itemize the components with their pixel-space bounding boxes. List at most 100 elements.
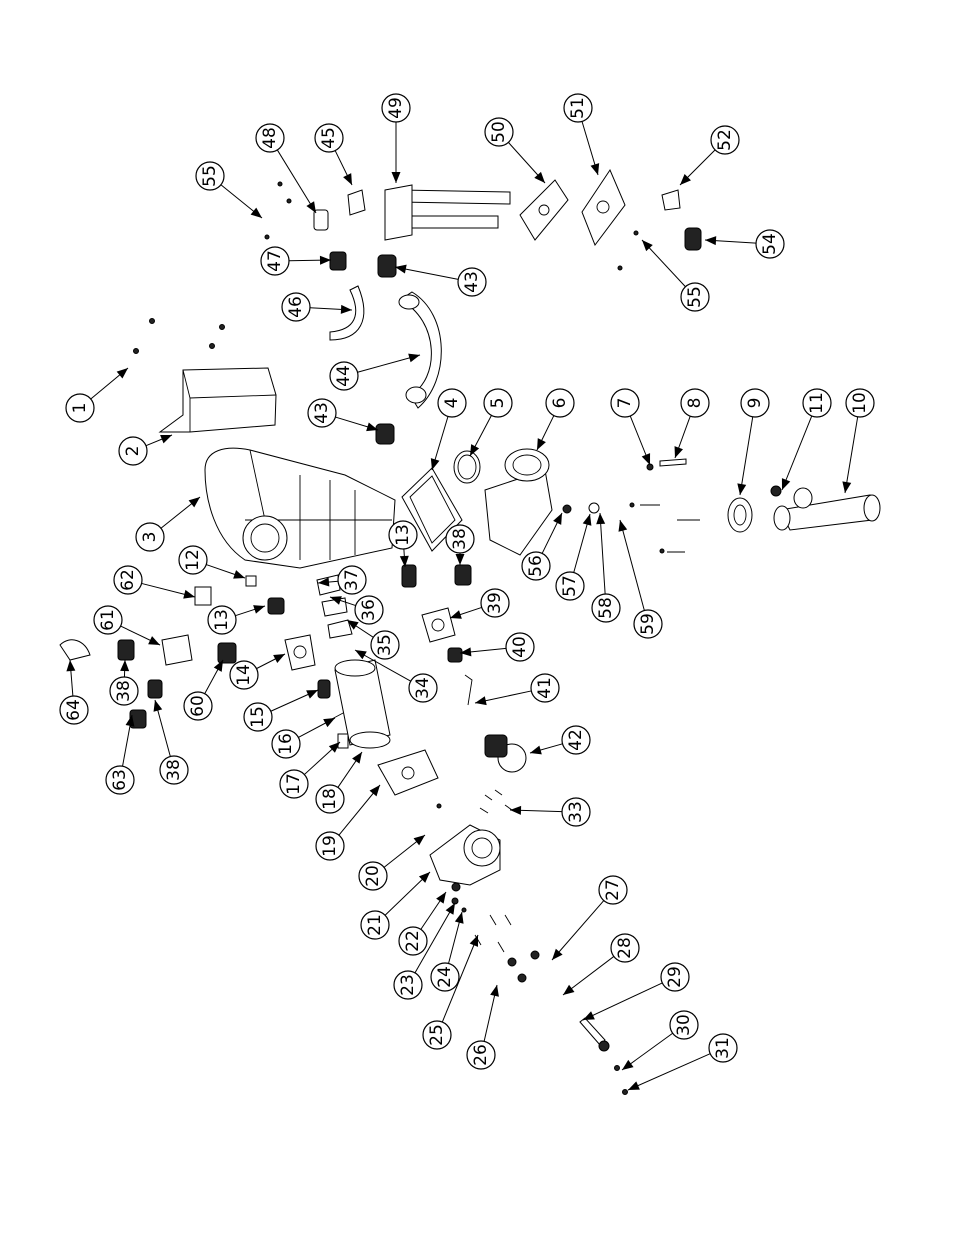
arrowhead (475, 696, 487, 706)
callout-23: 23 (393, 902, 456, 1000)
callout-number: 60 (188, 695, 208, 717)
part-washer (727, 497, 753, 533)
balloon-circle (307, 398, 337, 428)
balloon-circle (314, 123, 344, 153)
balloon-circle (135, 522, 165, 552)
arrowhead (455, 554, 465, 565)
balloon-circle (708, 1033, 738, 1063)
callout-5: 5 (469, 388, 513, 457)
arrowhead (737, 483, 747, 495)
balloon-circle (563, 93, 593, 123)
callout-number: 38 (450, 528, 470, 550)
callout-number: 17 (284, 773, 304, 795)
callout-3: 3 (135, 496, 201, 552)
callout-43: 43 (394, 264, 487, 297)
arrowhead (450, 610, 462, 619)
callout-number: 2 (123, 446, 143, 457)
callout-14: 14 (229, 653, 286, 690)
arrowhead (413, 835, 425, 846)
balloon-circle (598, 875, 628, 905)
callout-number: 35 (375, 634, 395, 656)
arrowhead (553, 513, 562, 525)
balloon-circle (680, 282, 710, 312)
balloon-circle (59, 695, 89, 725)
callout-number: 13 (212, 609, 232, 631)
arrowhead (233, 570, 245, 579)
callout-number: 31 (713, 1037, 733, 1059)
arrowhead (680, 174, 691, 185)
balloon-circle (437, 388, 467, 418)
balloon-circle (329, 361, 359, 391)
arrowhead (250, 207, 262, 218)
callout-number: 37 (342, 569, 362, 591)
callout-number: 4 (442, 398, 462, 409)
balloon-circle (480, 588, 510, 618)
callout-34: 34 (354, 649, 438, 703)
callout-39: 39 (449, 588, 510, 619)
balloon-circle (370, 630, 400, 660)
leader-line (276, 149, 317, 214)
callout-38: 38 (153, 699, 189, 785)
callout-41: 41 (474, 673, 560, 706)
leader-line (739, 416, 754, 496)
balloon-circle (422, 1020, 452, 1050)
callout-54: 54 (704, 229, 785, 259)
callout-number: 5 (488, 398, 508, 409)
part-tee-14 (284, 634, 316, 671)
callout-number: 19 (320, 835, 340, 857)
arrowhead (395, 264, 407, 274)
callout-number: 55 (685, 286, 705, 308)
callout-51: 51 (563, 93, 600, 176)
arrowhead (590, 163, 600, 175)
arrowhead (454, 912, 464, 924)
balloon-circle (591, 593, 621, 623)
arrowhead (510, 805, 522, 815)
balloon-circle (521, 551, 551, 581)
callout-number: 14 (234, 664, 254, 686)
callout-number: 9 (745, 398, 765, 409)
callout-29: 29 (582, 962, 690, 1021)
arrowhead (116, 368, 128, 379)
balloon-circle (207, 605, 237, 635)
callout-28: 28 (562, 933, 640, 996)
callout-43: 43 (307, 398, 379, 432)
callout-45: 45 (314, 123, 353, 186)
callout-46: 46 (281, 292, 353, 322)
callout-6: 6 (536, 388, 575, 451)
callout-number: 23 (398, 974, 418, 996)
arrowhead (160, 435, 172, 444)
callout-58: 58 (591, 512, 621, 623)
callout-number: 27 (603, 879, 623, 901)
callout-number: 43 (312, 402, 332, 424)
callout-number: 24 (435, 966, 455, 988)
callout-number: 50 (489, 121, 509, 143)
balloon-circle (281, 292, 311, 322)
callout-number: 56 (526, 555, 546, 577)
arrowhead (153, 700, 163, 712)
balloon-circle (561, 725, 591, 755)
callout-8: 8 (674, 388, 710, 459)
balloon-circle (381, 93, 411, 123)
callout-55: 55 (195, 161, 263, 219)
balloon-circle (755, 229, 785, 259)
callout-number: 12 (183, 549, 203, 571)
leader-line (627, 1053, 711, 1091)
part-plate-51 (581, 168, 626, 247)
callout-10: 10 (842, 388, 875, 494)
callout-64: 64 (59, 659, 89, 725)
leader-line (619, 519, 645, 611)
callout-38: 38 (109, 659, 139, 706)
callout-number: 29 (665, 966, 685, 988)
balloon-circle (398, 926, 428, 956)
callout-49: 49 (381, 93, 411, 183)
arrowhead (408, 353, 420, 363)
balloon-circle (315, 831, 345, 861)
arrowhead (253, 605, 265, 614)
balloon-circle (113, 565, 143, 595)
balloon-circle (360, 910, 390, 940)
arrowhead (418, 872, 430, 883)
callout-25: 25 (422, 934, 479, 1050)
callout-number: 58 (596, 597, 616, 619)
arrowhead (842, 481, 852, 493)
